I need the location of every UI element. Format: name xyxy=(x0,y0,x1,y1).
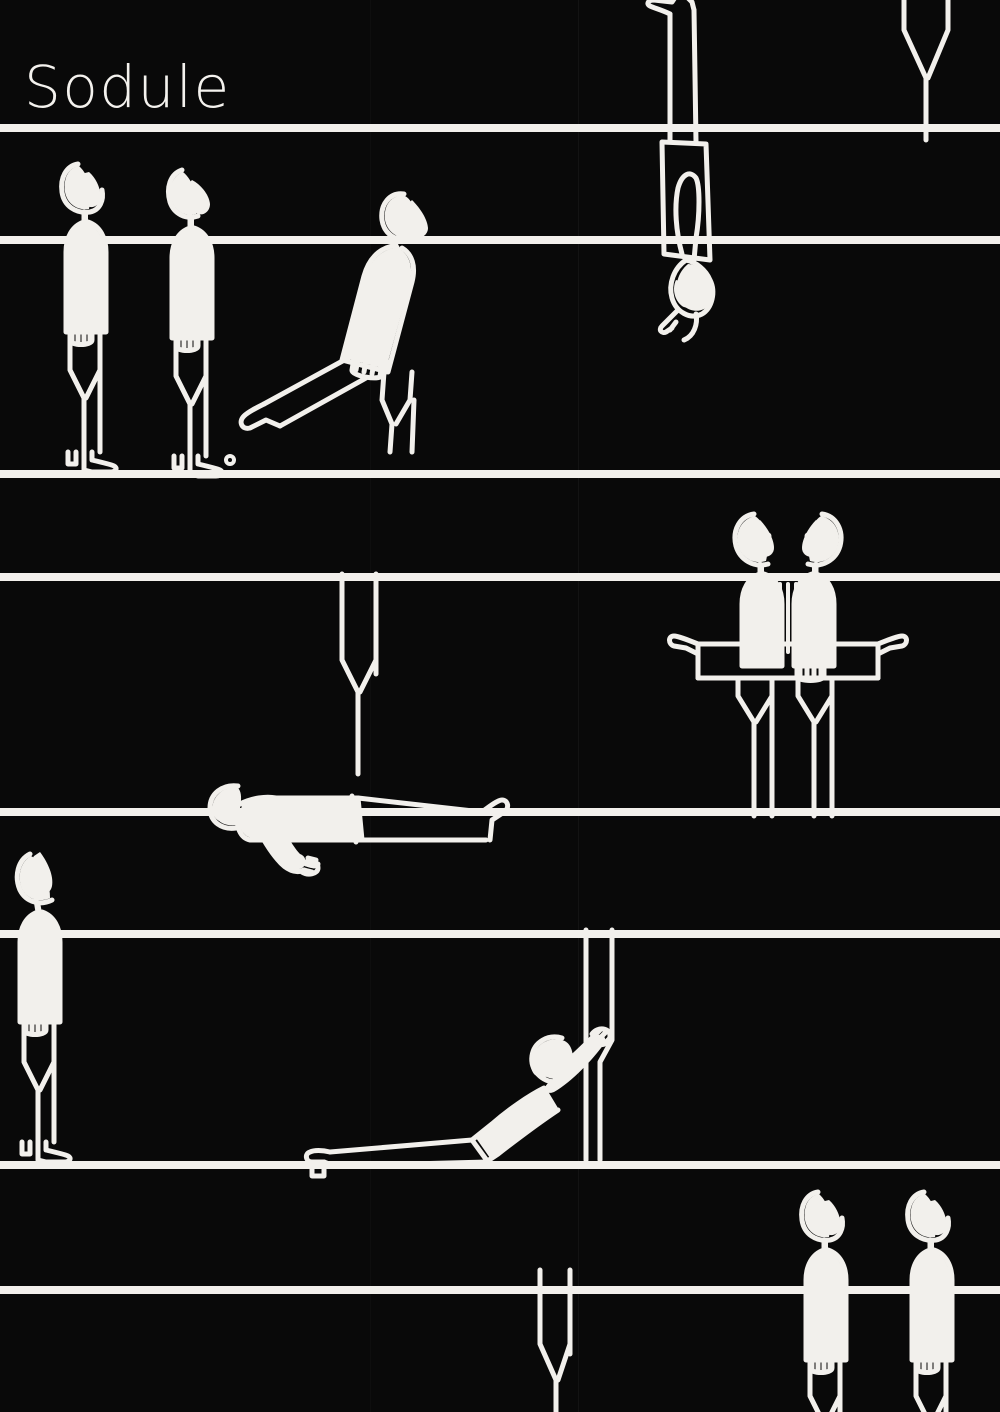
ground-dot xyxy=(224,454,236,466)
figure-legs-bottom xyxy=(537,1267,573,1412)
paper-seam-center xyxy=(578,0,579,1412)
figure-standing-3 xyxy=(799,1189,849,1412)
figure-standing-2 xyxy=(166,167,225,479)
figure-standing-4 xyxy=(905,1189,955,1412)
figure-inverted xyxy=(645,0,716,343)
figure-leaning xyxy=(238,191,428,455)
rule-7 xyxy=(0,1161,1000,1169)
figure-standing-1 xyxy=(59,161,119,475)
figure-reclining xyxy=(207,783,511,877)
figure-pair-seated xyxy=(667,511,909,819)
rule-4 xyxy=(0,573,1000,581)
rule-2 xyxy=(0,236,1000,244)
page-title: Sodule xyxy=(24,53,231,121)
rule-3 xyxy=(0,470,1000,478)
figure-hanging xyxy=(303,927,615,1179)
figure-legs-mid xyxy=(339,571,379,777)
figure-looking-up xyxy=(14,851,73,1165)
figure-legs-top-right xyxy=(901,0,951,143)
rule-8 xyxy=(0,1286,1000,1294)
rule-6 xyxy=(0,930,1000,938)
rule-1 xyxy=(0,124,1000,132)
